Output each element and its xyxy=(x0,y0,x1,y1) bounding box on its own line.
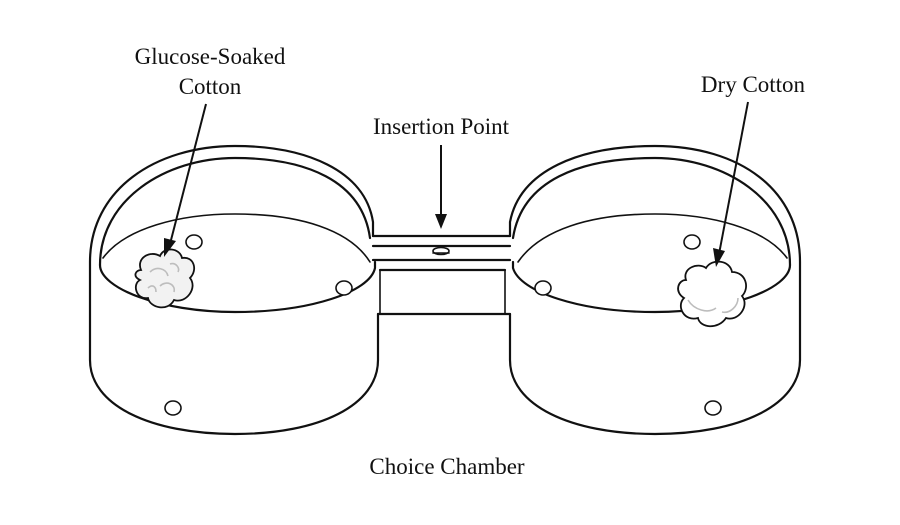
left-hole-right xyxy=(335,280,353,296)
choice-chamber-caption: Choice Chamber xyxy=(369,454,525,479)
left-chamber-inner-rim xyxy=(98,156,372,267)
insertion-arrow-head xyxy=(435,214,447,229)
glucose-cotton-shading xyxy=(147,262,180,293)
left-chamber-floor xyxy=(98,260,377,314)
glucose-arrow-head xyxy=(164,238,176,257)
left-hole-front xyxy=(164,400,182,416)
dry-cotton xyxy=(677,260,747,328)
dry-arrow-shaft xyxy=(718,101,749,255)
dry-cotton-blob xyxy=(677,260,747,328)
left-chamber xyxy=(88,144,380,436)
right-hole-back xyxy=(683,234,701,250)
dry-cotton-label: Dry Cotton xyxy=(701,72,806,97)
glucose-arrow-shaft xyxy=(169,103,207,245)
insertion-point-label: Insertion Point xyxy=(373,114,510,139)
right-chamber-rim xyxy=(508,144,802,436)
glucose-cotton xyxy=(134,248,196,309)
glucose-cotton-blob xyxy=(134,248,196,309)
glucose-arrow xyxy=(164,103,207,257)
dry-arrow-head xyxy=(713,248,725,267)
right-hole-left xyxy=(534,280,552,296)
glucose-label-line1: Glucose-Soaked xyxy=(135,44,286,69)
dry-arrow xyxy=(713,101,749,267)
left-chamber-inner-wall xyxy=(102,213,371,263)
right-chamber-inner-wall xyxy=(517,213,788,263)
insertion-arrow xyxy=(435,145,447,229)
right-chamber-inner-rim xyxy=(511,156,792,267)
right-chamber xyxy=(508,144,802,436)
dry-cotton-shading xyxy=(687,297,739,314)
right-hole-front xyxy=(704,400,722,416)
left-hole-back xyxy=(185,234,203,250)
connecting-tunnel xyxy=(371,234,512,316)
glucose-label-line2: Cotton xyxy=(179,74,242,99)
right-chamber-floor xyxy=(511,260,792,314)
left-chamber-rim xyxy=(88,144,380,436)
